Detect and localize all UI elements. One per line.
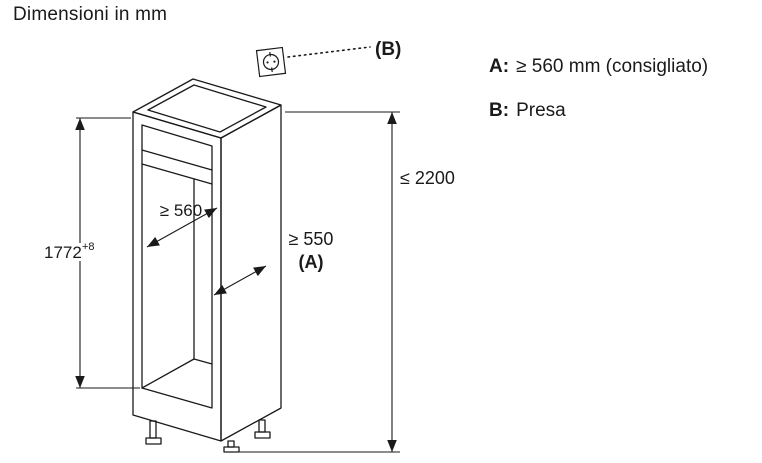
side-depth-ref: (A): [299, 252, 324, 272]
legend: A: ≥ 560 mm (consigliato) B: Presa: [489, 56, 708, 122]
niche-floor-back-edge: [193, 358, 213, 365]
power-socket-icon: [255, 46, 287, 78]
niche-depth-arrow: [146, 207, 218, 248]
legend-item-a: A: ≥ 560 mm (consigliato): [489, 56, 708, 78]
side-depth-value: ≥ 550: [289, 229, 334, 249]
cabinet-top-inner-edge: [147, 84, 267, 133]
cabinet-foot-front-left: [145, 420, 162, 445]
legend-item-b: B: Presa: [489, 100, 708, 122]
socket-leader-dotted-line: [287, 46, 371, 58]
cabinet-right-face: [220, 104, 282, 442]
niche-opening: [141, 124, 213, 409]
niche-floor-depth-edge: [141, 358, 195, 389]
niche-shelf-line: [141, 163, 213, 185]
dimension-max-height: [236, 111, 400, 453]
cabinet-foot-front-right: [223, 440, 240, 453]
cabinet-foot-back-right: [254, 419, 271, 439]
dimension-niche-height: [42, 117, 140, 389]
legend-key-b: B:: [489, 100, 510, 121]
page-title: Dimensioni in mm: [13, 4, 168, 25]
niche-height-value: 1772: [44, 243, 82, 262]
cabinet-drawing: [132, 78, 282, 453]
socket-ref-label: (B): [375, 39, 401, 60]
cabinet-front-face: [132, 111, 222, 442]
niche-shelf-line: [141, 149, 213, 171]
niche-depth-value: ≥ 560: [160, 201, 202, 220]
legend-value-b: Presa: [516, 100, 566, 121]
legend-value-a: ≥ 560 mm (consigliato): [516, 56, 709, 77]
max-height-value: ≤ 2200: [400, 168, 455, 188]
side-depth-arrow: [213, 265, 267, 296]
niche-height-tolerance: +8: [82, 241, 95, 253]
legend-key-a: A:: [489, 56, 510, 77]
